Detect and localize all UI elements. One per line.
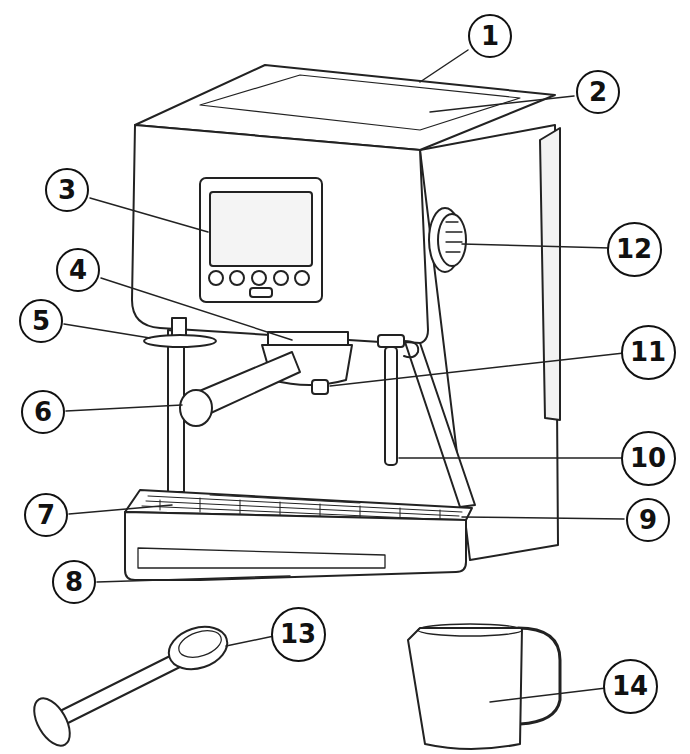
- callout-number: 1: [468, 14, 512, 58]
- leader-line: [97, 576, 290, 582]
- callout-text: 3: [58, 177, 76, 203]
- button: [230, 271, 244, 285]
- pitcher-handle: [518, 628, 560, 724]
- wand-joint: [378, 335, 404, 347]
- leader-line: [66, 405, 182, 411]
- button: [250, 288, 272, 297]
- callout-number: 7: [24, 493, 68, 537]
- button: [274, 271, 288, 285]
- callout-number: 11: [621, 325, 676, 380]
- callout-number: 6: [21, 390, 65, 434]
- callout-number: 4: [56, 248, 100, 292]
- control-panel: [200, 178, 322, 302]
- leader-line: [420, 50, 468, 82]
- callout-text: 2: [589, 79, 607, 105]
- leader-line: [399, 457, 624, 459]
- leader-line: [490, 688, 606, 702]
- leader-line: [330, 353, 624, 386]
- callout-text: 11: [630, 339, 666, 365]
- side-panel: [420, 125, 558, 560]
- callout-number: 10: [621, 431, 676, 486]
- drip-tray: [125, 512, 466, 580]
- pitcher-rim: [418, 624, 522, 636]
- tray-window: [138, 548, 385, 568]
- callout-number: 2: [576, 70, 620, 114]
- scoop-bowl: [163, 620, 232, 677]
- callout-number: 8: [52, 560, 96, 604]
- tamper-end: [27, 692, 77, 751]
- cup-tray: [144, 335, 216, 347]
- side-trim: [540, 128, 560, 420]
- callout-number: 12: [607, 222, 662, 277]
- leader-line: [430, 96, 574, 112]
- callout-text: 8: [65, 569, 83, 595]
- callout-text: 14: [612, 673, 648, 699]
- button: [295, 271, 309, 285]
- leader-line: [90, 198, 208, 232]
- front-housing: [132, 125, 428, 344]
- callout-number: 9: [626, 498, 670, 542]
- callout-number: 13: [271, 607, 326, 662]
- knob-face: [438, 214, 466, 266]
- spout: [312, 380, 328, 394]
- leader-line: [462, 517, 624, 519]
- callout-text: 4: [69, 257, 87, 283]
- leader-line: [226, 636, 274, 646]
- callout-text: 5: [32, 308, 50, 334]
- right-leg: [405, 342, 475, 507]
- leader-line: [69, 505, 172, 514]
- callout-number: 3: [45, 168, 89, 212]
- button: [252, 271, 266, 285]
- leader-lines: [64, 50, 624, 702]
- callout-text: 12: [616, 236, 652, 262]
- leader-line: [64, 324, 150, 338]
- pitcher: [408, 628, 522, 749]
- callout-text: 13: [280, 621, 316, 647]
- display-screen: [210, 192, 312, 266]
- callout-text: 10: [630, 445, 666, 471]
- leader-line: [462, 244, 610, 248]
- scoop-handle: [58, 652, 186, 724]
- callout-number: 5: [19, 299, 63, 343]
- wand-lever: [404, 341, 418, 357]
- callout-text: 6: [34, 399, 52, 425]
- knob-grip: [446, 222, 462, 252]
- scoop-rim: [175, 626, 224, 662]
- callout-text: 1: [481, 23, 499, 49]
- leader-line: [101, 278, 292, 340]
- lid-edge: [200, 75, 520, 130]
- callout-number: 14: [603, 659, 658, 714]
- callout-text: 9: [639, 507, 657, 533]
- callout-text: 7: [37, 502, 55, 528]
- handle-end: [180, 390, 212, 426]
- steam-wand: [385, 347, 397, 465]
- button: [209, 271, 223, 285]
